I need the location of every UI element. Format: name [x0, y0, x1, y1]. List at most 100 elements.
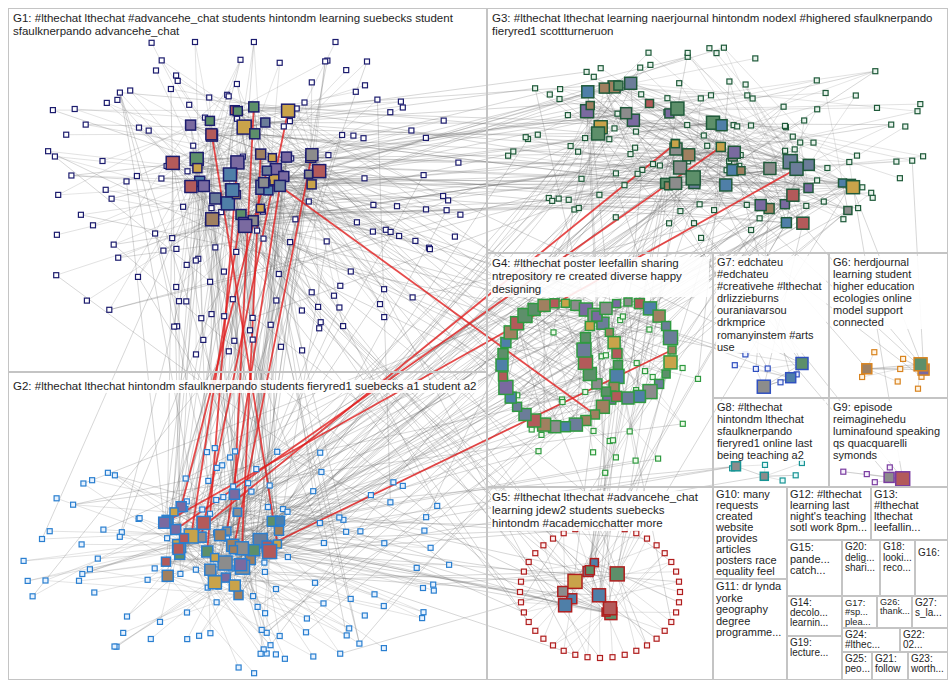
graph-vertex [698, 96, 703, 101]
graph-edge [599, 185, 726, 595]
graph-vertex [628, 152, 633, 157]
graph-vertex [313, 165, 326, 178]
graph-vertex [117, 90, 122, 95]
graph-vertex [274, 298, 279, 303]
graph-vertex [104, 100, 109, 105]
graph-vertex [56, 192, 61, 197]
graph-vertex [896, 472, 910, 486]
graph-edge [579, 88, 605, 208]
graph-vertex [697, 202, 702, 207]
graph-edge [277, 183, 665, 544]
graph-vertex [634, 361, 639, 366]
graph-vertex [162, 570, 173, 581]
graph-vertex [598, 66, 603, 71]
graph-vertex [316, 304, 321, 309]
graph-vertex [206, 129, 217, 140]
graph-vertex [251, 40, 256, 45]
graph-vertex [200, 507, 205, 512]
graph-vertex [550, 299, 559, 308]
graph-vertex [185, 169, 190, 174]
graph-vertex [116, 255, 121, 260]
graph-vertex [170, 508, 178, 516]
graph-vertex [499, 380, 513, 394]
graph-vertex [90, 478, 95, 483]
graph-vertex [798, 140, 803, 145]
graph-edge [234, 71, 875, 494]
graph-edge [236, 149, 676, 195]
graph-vertex [78, 212, 83, 217]
graph-vertex [229, 489, 239, 499]
graph-vertex [582, 86, 594, 98]
graph-vertex [499, 372, 508, 381]
graph-vertex [285, 509, 290, 514]
graph-vertex [224, 168, 237, 181]
graph-vertex [897, 176, 902, 181]
graph-edge [176, 76, 286, 158]
graph-vertex [177, 299, 182, 304]
graph-vertex [645, 643, 650, 648]
graph-vertex [174, 285, 179, 290]
graph-vertex [92, 590, 97, 595]
graph-vertex [639, 92, 644, 97]
graph-vertex [446, 198, 451, 203]
graph-edge [237, 162, 853, 187]
graph-vertex [158, 619, 163, 624]
graph-vertex [226, 94, 231, 99]
graph-vertex [309, 290, 314, 295]
graph-edge [211, 85, 365, 134]
graph-vertex [251, 594, 256, 599]
graph-vertex [815, 178, 820, 183]
graph-vertex [757, 380, 770, 393]
graph-vertex [209, 206, 214, 211]
group-panel: G25: peo... [842, 652, 872, 680]
graph-vertex [755, 200, 766, 211]
graph-vertex [550, 198, 555, 203]
graph-vertex [117, 534, 122, 539]
group-panel: G21: follow [872, 652, 908, 680]
graph-vertex [347, 626, 352, 631]
graph-vertex [598, 656, 603, 661]
graph-vertex [735, 124, 740, 129]
graph-vertex [105, 470, 110, 475]
graph-vertex [749, 123, 754, 128]
graph-vertex [321, 601, 326, 606]
graph-edges [24, 42, 924, 673]
graph-vertex [233, 449, 238, 454]
graph-edge [241, 123, 713, 565]
graph-vertex [239, 219, 252, 232]
group-panel: G4: #lthechat poster leefallin sharing n… [487, 253, 713, 487]
graph-vertex [591, 74, 596, 79]
graph-vertex [431, 582, 436, 587]
graph-vertex [323, 59, 328, 64]
graph-vertex [780, 478, 785, 483]
group-label: G21: follow [874, 654, 906, 674]
graph-vertex [692, 221, 697, 226]
graph-vertex [599, 83, 609, 93]
graph-vertex [264, 630, 269, 635]
graph-vertex [208, 511, 213, 516]
graph-vertex [79, 542, 84, 547]
graph-vertex [214, 498, 219, 503]
graph-vertex [431, 588, 436, 593]
graph-vertex [185, 610, 190, 615]
graph-vertex [282, 656, 287, 661]
graph-vertex [638, 65, 643, 70]
graph-vertex [677, 579, 682, 584]
graph-vertex [804, 203, 809, 208]
graph-vertex [344, 68, 349, 73]
graph-edge [506, 120, 634, 342]
graph-vertex [576, 206, 581, 211]
graph-vertex [311, 654, 316, 659]
graph-vertex [276, 272, 281, 277]
graph-vertex [585, 322, 594, 331]
graph-vertex [165, 536, 170, 541]
graph-vertex [152, 566, 157, 571]
graph-vertex [213, 245, 218, 250]
graph-edge [118, 183, 665, 257]
graph-vertex [620, 314, 625, 319]
graph-edge [563, 562, 672, 592]
graph-vertex [171, 525, 181, 535]
graph-vertex [856, 206, 861, 211]
graph-vertex [875, 105, 880, 110]
graph-vertex [815, 107, 820, 112]
